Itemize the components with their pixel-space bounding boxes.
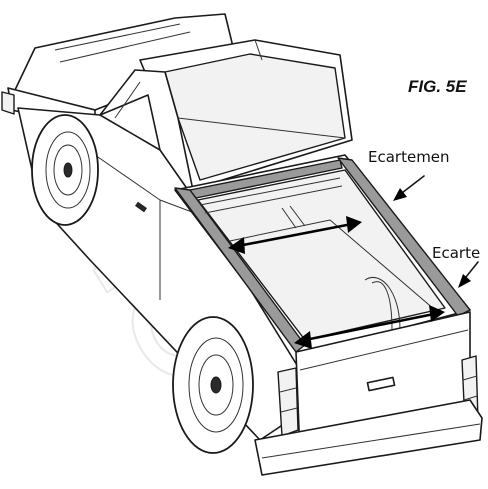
width-arrow-rear (294, 305, 445, 349)
callout-leader-2 (458, 261, 479, 288)
bed-rails (174, 157, 471, 353)
callout-label-2: Ecarte (432, 244, 480, 262)
width-arrow-front (228, 216, 362, 254)
front-wheel (31, 114, 99, 226)
callout-label-1: Ecartemen (368, 148, 450, 166)
figure-label: FIG. 5E (408, 77, 467, 96)
rear-wheel (172, 316, 254, 454)
truck-cab (139, 39, 353, 191)
rear-bumper (254, 399, 483, 476)
callout-leader-1 (393, 175, 425, 201)
